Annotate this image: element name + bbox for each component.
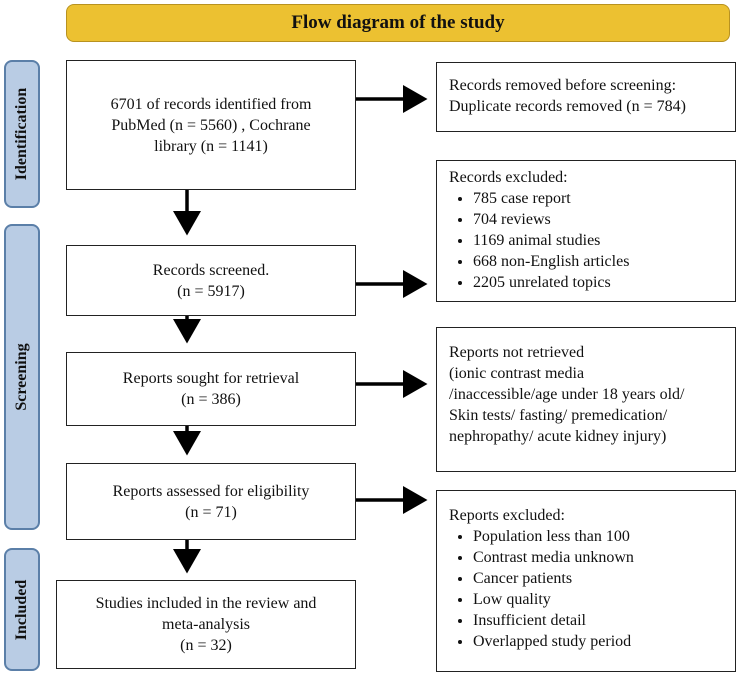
- box-reports-not-retrieved: Reports not retrieved (ionic contrast me…: [436, 327, 736, 472]
- phase-included: Included: [4, 548, 40, 671]
- reports-excluded-item: Cancer patients: [473, 568, 723, 589]
- sought-line-1: Reports sought for retrieval: [122, 370, 300, 387]
- screened-line-2: (n = 5917): [177, 282, 245, 300]
- excluded-item: 2205 unrelated topics: [473, 272, 723, 293]
- identified-line-3: library (n = 1141): [154, 137, 268, 155]
- not-retrieved-line-2: (ionic contrast media: [449, 365, 585, 382]
- box-reports-sought: Reports sought for retrieval (n = 386): [66, 352, 356, 426]
- box-records-removed: Records removed before screening: Duplic…: [436, 62, 736, 132]
- diagram-title: Flow diagram of the study: [66, 4, 730, 42]
- excluded-item: 785 case report: [473, 188, 723, 209]
- phase-identification: Identification: [4, 60, 40, 208]
- identified-line-2: PubMed (n = 5560) , Cochrane: [111, 116, 311, 134]
- screened-line-1: Records screened.: [152, 261, 270, 279]
- not-retrieved-line-3: /inaccessible/age under 18 years old/: [449, 386, 685, 403]
- box-records-identified: 6701 of records identified from PubMed (…: [66, 60, 356, 190]
- reports-excluded-item: Contrast media unknown: [473, 547, 723, 568]
- box-reports-excluded: Reports excluded: Population less than 1…: [436, 490, 736, 672]
- reports-excluded-item: Low quality: [473, 589, 723, 610]
- reports-excluded-item: Overlapped study period: [473, 631, 723, 652]
- not-retrieved-line-5: nephropathy/ acute kidney injury): [449, 428, 667, 445]
- box-studies-included: Studies included in the review and meta-…: [56, 580, 356, 669]
- assessed-line-2: (n = 71): [185, 503, 237, 521]
- excluded-item: 668 non-English articles: [473, 251, 723, 272]
- excluded-item: 1169 animal studies: [473, 230, 723, 251]
- identified-line-1: 6701 of records identified from: [110, 95, 312, 113]
- not-retrieved-line-1: Reports not retrieved: [449, 344, 585, 361]
- box-records-excluded: Records excluded: 785 case report 704 re…: [436, 160, 736, 302]
- removed-heading: Records removed before screening:: [449, 77, 677, 94]
- reports-excluded-heading: Reports excluded:: [449, 507, 565, 524]
- reports-excluded-item: Insufficient detail: [473, 610, 723, 631]
- included-line-3: (n = 32): [180, 637, 232, 654]
- reports-excluded-item: Population less than 100: [473, 526, 723, 547]
- not-retrieved-line-4: Skin tests/ fasting/ premedication/: [449, 407, 668, 424]
- removed-line: Duplicate records removed (n = 784): [449, 98, 686, 115]
- included-line-1: Studies included in the review and: [95, 595, 317, 612]
- included-line-2: meta-analysis: [162, 616, 250, 633]
- box-records-screened: Records screened. (n = 5917): [66, 245, 356, 316]
- excluded-item: 704 reviews: [473, 209, 723, 230]
- box-reports-assessed: Reports assessed for eligibility (n = 71…: [66, 463, 356, 540]
- sought-line-2: (n = 386): [181, 391, 241, 408]
- phase-screening: Screening: [4, 224, 40, 530]
- assessed-line-1: Reports assessed for eligibility: [112, 482, 310, 500]
- excluded-heading: Records excluded:: [449, 169, 568, 186]
